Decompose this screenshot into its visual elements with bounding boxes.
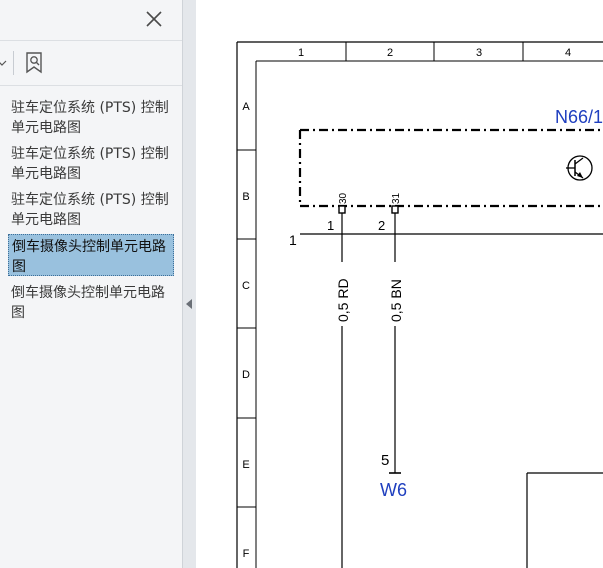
sidebar-header	[0, 0, 182, 41]
wire-2-label: 0,5 BN	[388, 279, 404, 322]
collapse-arrow-icon[interactable]	[186, 299, 192, 309]
pin-1-terminal-label: 30	[338, 192, 349, 204]
row-label-c: C	[242, 280, 250, 292]
row-label-a: A	[242, 101, 250, 113]
pin-terminal	[391, 205, 399, 214]
wire-label-bg	[387, 262, 403, 326]
outline-item-pts-2[interactable]: 驻车定位系统 (PTS) 控制单元电路图	[11, 146, 169, 182]
close-icon	[146, 11, 162, 27]
col-label-2: 2	[387, 47, 393, 59]
toolbar-divider	[13, 51, 14, 75]
panel-splitter[interactable]	[182, 0, 196, 568]
component-box	[298, 128, 603, 208]
pin-1-number: 1	[327, 218, 334, 233]
row-label-b: B	[242, 191, 249, 203]
circuit-diagram: 1 2 3 4 A B C D E F N66/1	[236, 41, 603, 568]
col-label-1: 1	[298, 47, 304, 59]
sidebar-toolbar	[0, 41, 182, 86]
connector-label: 1	[289, 232, 297, 248]
close-sidebar-button[interactable]	[141, 6, 167, 32]
row-label-e: E	[242, 459, 249, 471]
end-component-label[interactable]: W6	[380, 480, 407, 500]
pin-2-terminal-label: 31	[391, 192, 402, 204]
component-label[interactable]: N66/1	[555, 107, 603, 127]
pin-2-number: 2	[378, 218, 385, 233]
row-label-d: D	[242, 369, 250, 381]
wire-label-bg	[334, 262, 350, 326]
row-label-f: F	[243, 548, 250, 560]
outline-sidebar: 驻车定位系统 (PTS) 控制单元电路图 驻车定位系统 (PTS) 控制单元电路…	[0, 0, 182, 568]
outline-item-rear-camera-selected[interactable]: 倒车摄像头控制单元电路图	[8, 234, 174, 276]
end-pin-number: 5	[381, 452, 389, 469]
bookmark-search-icon	[26, 52, 42, 74]
document-page: 1 2 3 4 A B C D E F N66/1	[196, 0, 603, 568]
pin-terminal	[338, 205, 346, 214]
outline-item-pts-1[interactable]: 驻车定位系统 (PTS) 控制单元电路图	[11, 100, 169, 136]
transistor-icon	[566, 155, 593, 181]
wire-1-label: 0,5 RD	[335, 278, 351, 322]
bookmark-button[interactable]	[22, 50, 48, 76]
chevron-down-icon	[0, 60, 7, 66]
col-label-3: 3	[476, 47, 482, 59]
outline-item-rear-camera-2[interactable]: 倒车摄像头控制单元电路图	[11, 285, 165, 321]
options-dropdown[interactable]	[0, 53, 12, 73]
outline-item-pts-3[interactable]: 驻车定位系统 (PTS) 控制单元电路图	[11, 192, 169, 228]
col-label-4: 4	[565, 47, 571, 59]
